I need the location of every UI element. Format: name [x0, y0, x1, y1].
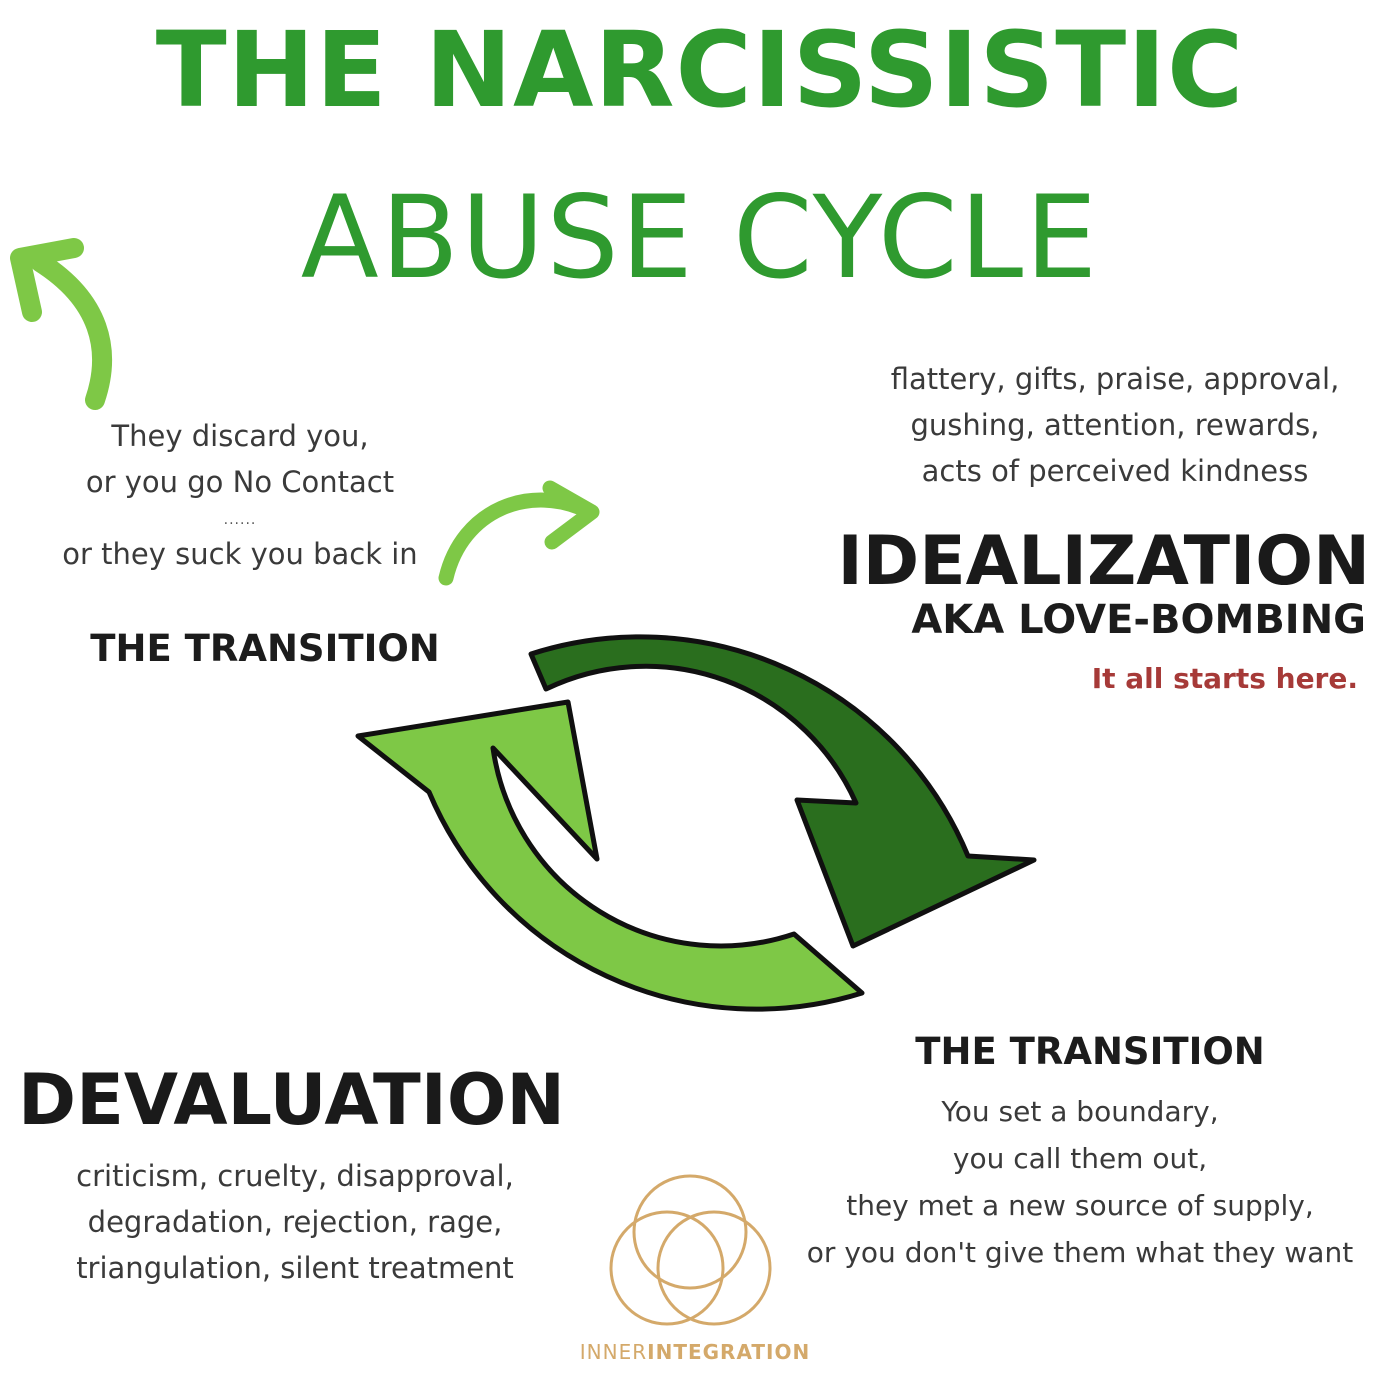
- logo-word-inner: INNER: [579, 1340, 648, 1364]
- inner-integration-logo-icon: [609, 1174, 772, 1326]
- devaluation-cycle-arrow-icon: [355, 699, 865, 1012]
- transition-bottom-heading: THE TRANSITION: [915, 1030, 1265, 1073]
- discard-text: They discard you, or you go No Contact .…: [40, 413, 440, 577]
- transition-bottom-text: You set a boundary, you call them out, t…: [760, 1088, 1400, 1276]
- devaluation-behaviors-line-2: degradation, rejection, rage,: [87, 1205, 503, 1239]
- idealization-behaviors-line-3: acts of perceived kindness: [921, 454, 1309, 488]
- return-arrow-icon: [438, 480, 600, 586]
- idealization-behaviors: flattery, gifts, praise, approval, gushi…: [840, 356, 1390, 494]
- transition-bottom-line-4: or you don't give them what they want: [806, 1236, 1354, 1269]
- devaluation-behaviors-line-1: criticism, cruelty, disapproval,: [76, 1159, 514, 1193]
- idealization-tagline: It all starts here.: [1091, 662, 1358, 695]
- transition-bottom-line-2: you call them out,: [952, 1142, 1208, 1175]
- discard-line-2: or you go No Contact: [85, 465, 395, 499]
- devaluation-behaviors-line-3: triangulation, silent treatment: [76, 1251, 514, 1285]
- title-line-1: THE NARCISSISTIC: [155, 9, 1245, 131]
- idealization-subheading: AKA LOVE-BOMBING: [911, 597, 1366, 643]
- transition-bottom-line-1: You set a boundary,: [941, 1095, 1219, 1128]
- devaluation-heading: DEVALUATION: [18, 1059, 565, 1141]
- exit-arrow-icon: [10, 238, 113, 410]
- devaluation-behaviors: criticism, cruelty, disapproval, degrada…: [30, 1153, 560, 1291]
- logo-word-integration: INTEGRATION: [647, 1340, 811, 1364]
- discard-line-1: They discard you,: [111, 419, 369, 453]
- title-line-2: ABUSE CYCLE: [300, 171, 1100, 304]
- discard-line-3: or they suck you back in: [62, 537, 418, 571]
- idealization-cycle-arrow-icon: [528, 634, 1037, 949]
- transition-top-heading: THE TRANSITION: [90, 627, 440, 670]
- idealization-behaviors-line-1: flattery, gifts, praise, approval,: [890, 362, 1340, 396]
- logo-wordmark: INNERINTEGRATION: [490, 1340, 900, 1364]
- discard-separator: ......: [223, 512, 257, 528]
- idealization-behaviors-line-2: gushing, attention, rewards,: [910, 408, 1320, 442]
- transition-bottom-line-3: they met a new source of supply,: [846, 1189, 1314, 1222]
- idealization-heading: IDEALIZATION: [837, 522, 1370, 601]
